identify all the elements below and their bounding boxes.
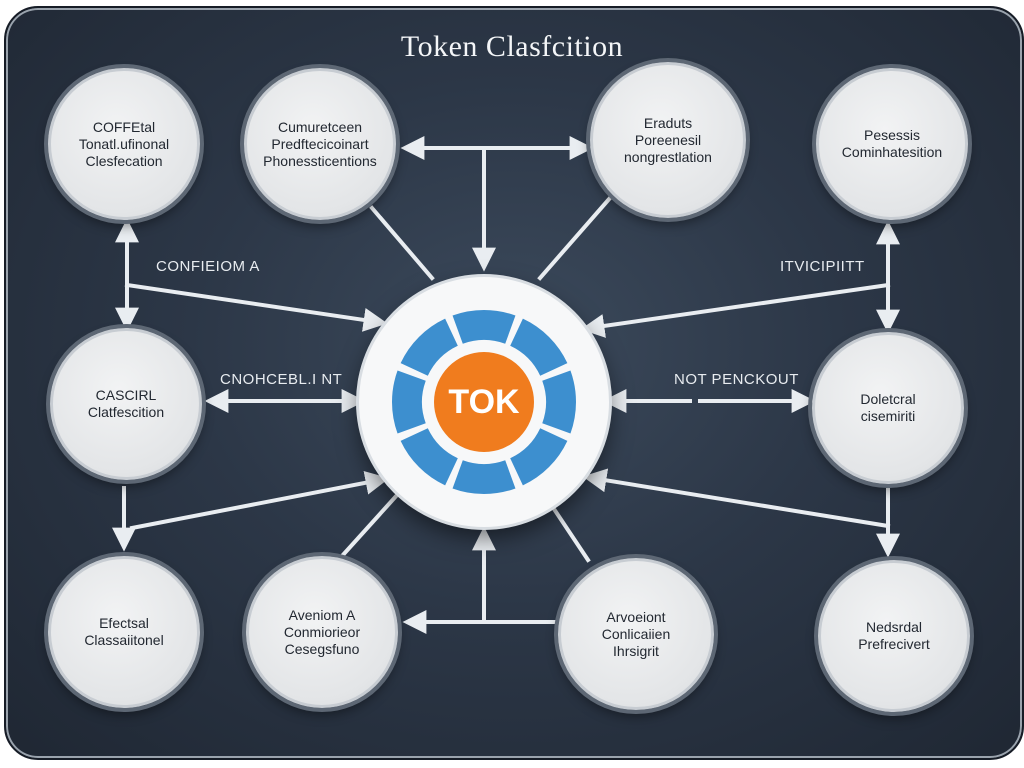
node-bottom-mid-left[interactable]: Aveniom A Conmiorieor Cesegsfuno bbox=[246, 556, 398, 708]
hub-ring-segment bbox=[392, 370, 426, 434]
node-top-left[interactable]: COFFEtal Tonatl.ufinonal Clesfecation bbox=[48, 68, 200, 220]
node-line: nongrestlation bbox=[624, 148, 712, 165]
node-line: cisemiriti bbox=[860, 408, 916, 424]
connector-left-lower-h bbox=[129, 470, 390, 531]
node-line: Cominhatesition bbox=[841, 144, 943, 160]
node-line: Phonessticentions bbox=[263, 152, 377, 169]
node-line: COFFEtal bbox=[92, 118, 156, 135]
connector-right-lower-h bbox=[582, 468, 891, 529]
node-line: Prefrecivert bbox=[858, 636, 930, 652]
node-line: Arvoeiont bbox=[606, 608, 666, 625]
token-hub[interactable]: TOK bbox=[359, 277, 609, 527]
hub-ring-segment bbox=[542, 370, 576, 434]
node-line: Nedsrdal bbox=[865, 619, 923, 635]
node-line: Conmiorieor bbox=[283, 623, 361, 640]
hub-ring-segment bbox=[400, 318, 458, 376]
node-line: Poreenesil bbox=[634, 131, 702, 148]
hub-ring-segment bbox=[452, 460, 516, 494]
node-line: Cumuretceen bbox=[277, 118, 363, 135]
hub-ring-segment bbox=[510, 428, 568, 486]
node-top-right[interactable]: Pesessis Cominhatesition bbox=[816, 68, 968, 220]
node-bottom-mid-right[interactable]: Arvoeiont Conlicaiien Ihrsigrit bbox=[558, 558, 714, 710]
node-mid-right[interactable]: Doletcral cisemiriti bbox=[812, 332, 964, 484]
hub-ring-segment bbox=[510, 318, 568, 376]
node-line: Classaiitonel bbox=[84, 632, 164, 648]
hub-label: TOK bbox=[448, 382, 520, 421]
connector-left-upper-h bbox=[124, 282, 388, 332]
node-line: Aveniom A bbox=[288, 606, 356, 623]
node-line: Predftecicoinart bbox=[271, 135, 369, 152]
connector-diag-top-mid-left bbox=[369, 205, 435, 281]
connector-diag-top-mid-right bbox=[537, 195, 613, 281]
node-top-mid-left[interactable]: Cumuretceen Predftecicoinart Phonesstice… bbox=[244, 68, 396, 220]
node-top-mid-right[interactable]: Eraduts Poreenesil nongrestlation bbox=[590, 62, 746, 218]
edge-label-mid-right: NOT PENCKOUT bbox=[674, 371, 799, 388]
node-bottom-left[interactable]: Efectsal Classaiitonel bbox=[48, 556, 200, 708]
node-line: Efectsal bbox=[99, 615, 149, 631]
node-bottom-right[interactable]: Nedsrdal Prefrecivert bbox=[818, 560, 970, 712]
edge-label-upper-left: CONFIEIOM A bbox=[156, 258, 260, 275]
node-line: CASCIRL bbox=[95, 387, 157, 403]
node-line: Cesegsfuno bbox=[284, 640, 360, 657]
node-mid-left[interactable]: CASCIRL Clatfescition bbox=[50, 328, 202, 480]
edge-label-mid-left: CNOHCEBL.I NT bbox=[220, 371, 343, 388]
edge-label-upper-right: ITVICIPIITT bbox=[780, 258, 865, 275]
connector-right-upper-h bbox=[580, 282, 891, 338]
hub-ring bbox=[392, 310, 576, 494]
diagram-title: Token Clasfcition bbox=[400, 30, 624, 63]
node-line: Ihrsigrit bbox=[613, 642, 659, 659]
node-line: Clesfecation bbox=[85, 152, 163, 169]
hub-core bbox=[434, 352, 534, 452]
hub-ring-segment bbox=[400, 428, 458, 486]
node-line: Conlicaiien bbox=[601, 625, 671, 642]
node-line: Tonatl.ufinonal bbox=[78, 135, 170, 152]
node-line: Clatfescition bbox=[87, 404, 165, 420]
node-line: Eraduts bbox=[643, 114, 693, 131]
connector-diag-bottom-mid-left bbox=[339, 491, 401, 559]
connector-diag-bottom-mid-right bbox=[545, 497, 591, 563]
node-line: Doletcral bbox=[860, 391, 916, 407]
node-line: Pesessis bbox=[863, 127, 921, 143]
hub-ring-segment bbox=[452, 310, 516, 344]
